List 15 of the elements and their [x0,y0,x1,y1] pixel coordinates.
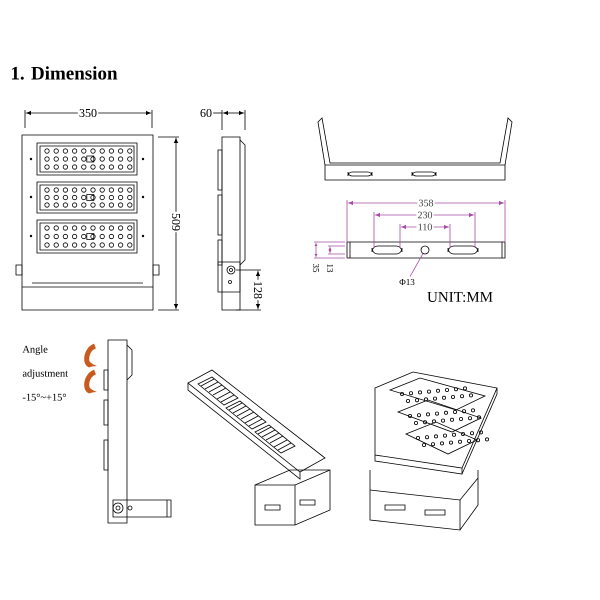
dimension-label: 350 [78,108,98,118]
dimension-label: 509 [170,212,182,232]
dimension-label: 13 [326,262,334,274]
dimension-label: 358 [417,198,435,208]
dimension-label: 230 [416,210,434,220]
dimension-label: 110 [416,222,434,232]
dimension-label: 60 [198,108,214,118]
hole-circle [420,246,430,254]
title: 1. Dimension [12,66,118,80]
dimension-label: 128 [252,280,264,300]
dimension-label: 35 [312,262,320,274]
dimension-label: UNIT:MM [426,290,494,304]
diameter-label: Φ13 [400,278,414,286]
leader-line [410,253,424,277]
angle-note: Angle adjustment -15°~+15° [22,345,68,401]
